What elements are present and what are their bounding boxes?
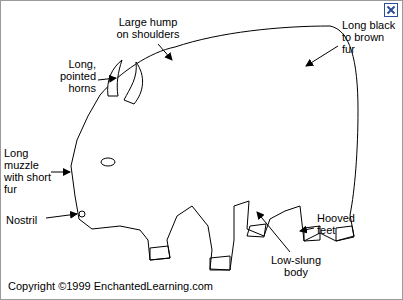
part-label: Long muzzle with short fur xyxy=(4,147,52,195)
close-button xyxy=(385,4,398,17)
eye xyxy=(101,158,115,166)
hoof xyxy=(336,226,354,241)
part-label: Nostril xyxy=(6,214,50,226)
copyright-note: Copyright ©1999 EnchantedLearning.com xyxy=(8,280,258,292)
part-label: Large hump on shoulders xyxy=(112,16,184,40)
part-label: Long, pointed horns xyxy=(44,58,96,94)
nostril-mark xyxy=(79,211,85,217)
horn xyxy=(124,62,143,104)
yak-outline xyxy=(71,26,358,270)
part-label: Hooved feet xyxy=(317,212,361,236)
hoof xyxy=(210,256,230,270)
hoof xyxy=(150,246,170,260)
part-label: Low-slung body xyxy=(266,254,326,278)
hoof xyxy=(247,224,266,237)
part-label: Long black to brown fur xyxy=(342,19,400,55)
